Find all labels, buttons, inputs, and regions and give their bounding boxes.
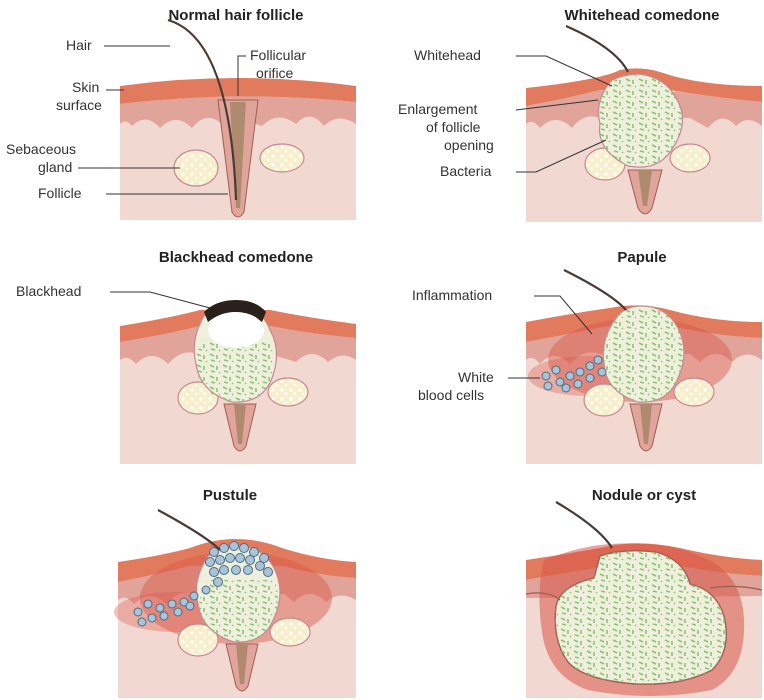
bacteria (603, 306, 684, 402)
label-blackhead: Blackhead (16, 283, 81, 299)
skin-section (114, 539, 356, 698)
label-enlarge-3: opening (444, 137, 494, 153)
panel-normal-hair-follicle: Normal hair follicle Hair Follicular ori… (6, 7, 356, 220)
sebaceous-gland-left (174, 150, 218, 186)
panel-pustule: Pustule (114, 487, 356, 698)
label-follicle: Follicle (38, 185, 82, 201)
skin-section (526, 543, 762, 698)
sebaceous-gland-right (260, 144, 304, 172)
panel-title: Whitehead comedone (564, 7, 719, 24)
skin-section (526, 68, 762, 222)
sebaceous-gland-right (674, 378, 714, 406)
label-gland-1: Sebaceous (6, 141, 76, 157)
label-wbc-2: blood cells (418, 387, 484, 403)
sebaceous-gland-right (270, 618, 310, 646)
label-bacteria: Bacteria (440, 163, 492, 179)
skin-section (526, 305, 762, 464)
label-hair: Hair (66, 37, 92, 53)
label-enlarge-2: of follicle (426, 119, 481, 135)
label-skin-2: surface (56, 97, 102, 113)
hair-strand (566, 26, 628, 72)
sebaceous-gland-right (670, 144, 710, 172)
panel-title: Nodule or cyst (592, 487, 696, 504)
panel-title: Blackhead comedone (159, 249, 313, 266)
panel-title: Normal hair follicle (168, 7, 303, 24)
panel-title: Papule (617, 249, 666, 266)
label-inflammation: Inflammation (412, 287, 492, 303)
panel-nodule-or-cyst: Nodule or cyst (526, 487, 762, 698)
skin-section (120, 300, 356, 464)
label-whitehead: Whitehead (414, 47, 481, 63)
label-wbc-1: White (458, 369, 494, 385)
label-orifice-2: orifice (256, 65, 294, 81)
skin-section (120, 78, 356, 220)
leader-blackhead (110, 292, 210, 308)
panel-whitehead-comedone: Whitehead comedone Whitehead Enlargement… (398, 7, 762, 222)
label-enlarge-1: Enlargement (398, 101, 477, 117)
hair-strand (556, 502, 612, 548)
panel-title: Pustule (203, 487, 257, 504)
plug-highlight (208, 312, 264, 348)
label-skin-1: Skin (72, 79, 99, 95)
panel-blackhead-comedone: Blackhead comedone Blackhead (16, 249, 356, 464)
label-orifice-1: Follicular (250, 47, 306, 63)
hair-strand (564, 270, 626, 310)
label-gland-2: gland (38, 159, 72, 175)
panel-papule: Papule Inflammation White blood cells (412, 249, 762, 464)
sebaceous-gland-right (268, 378, 308, 406)
